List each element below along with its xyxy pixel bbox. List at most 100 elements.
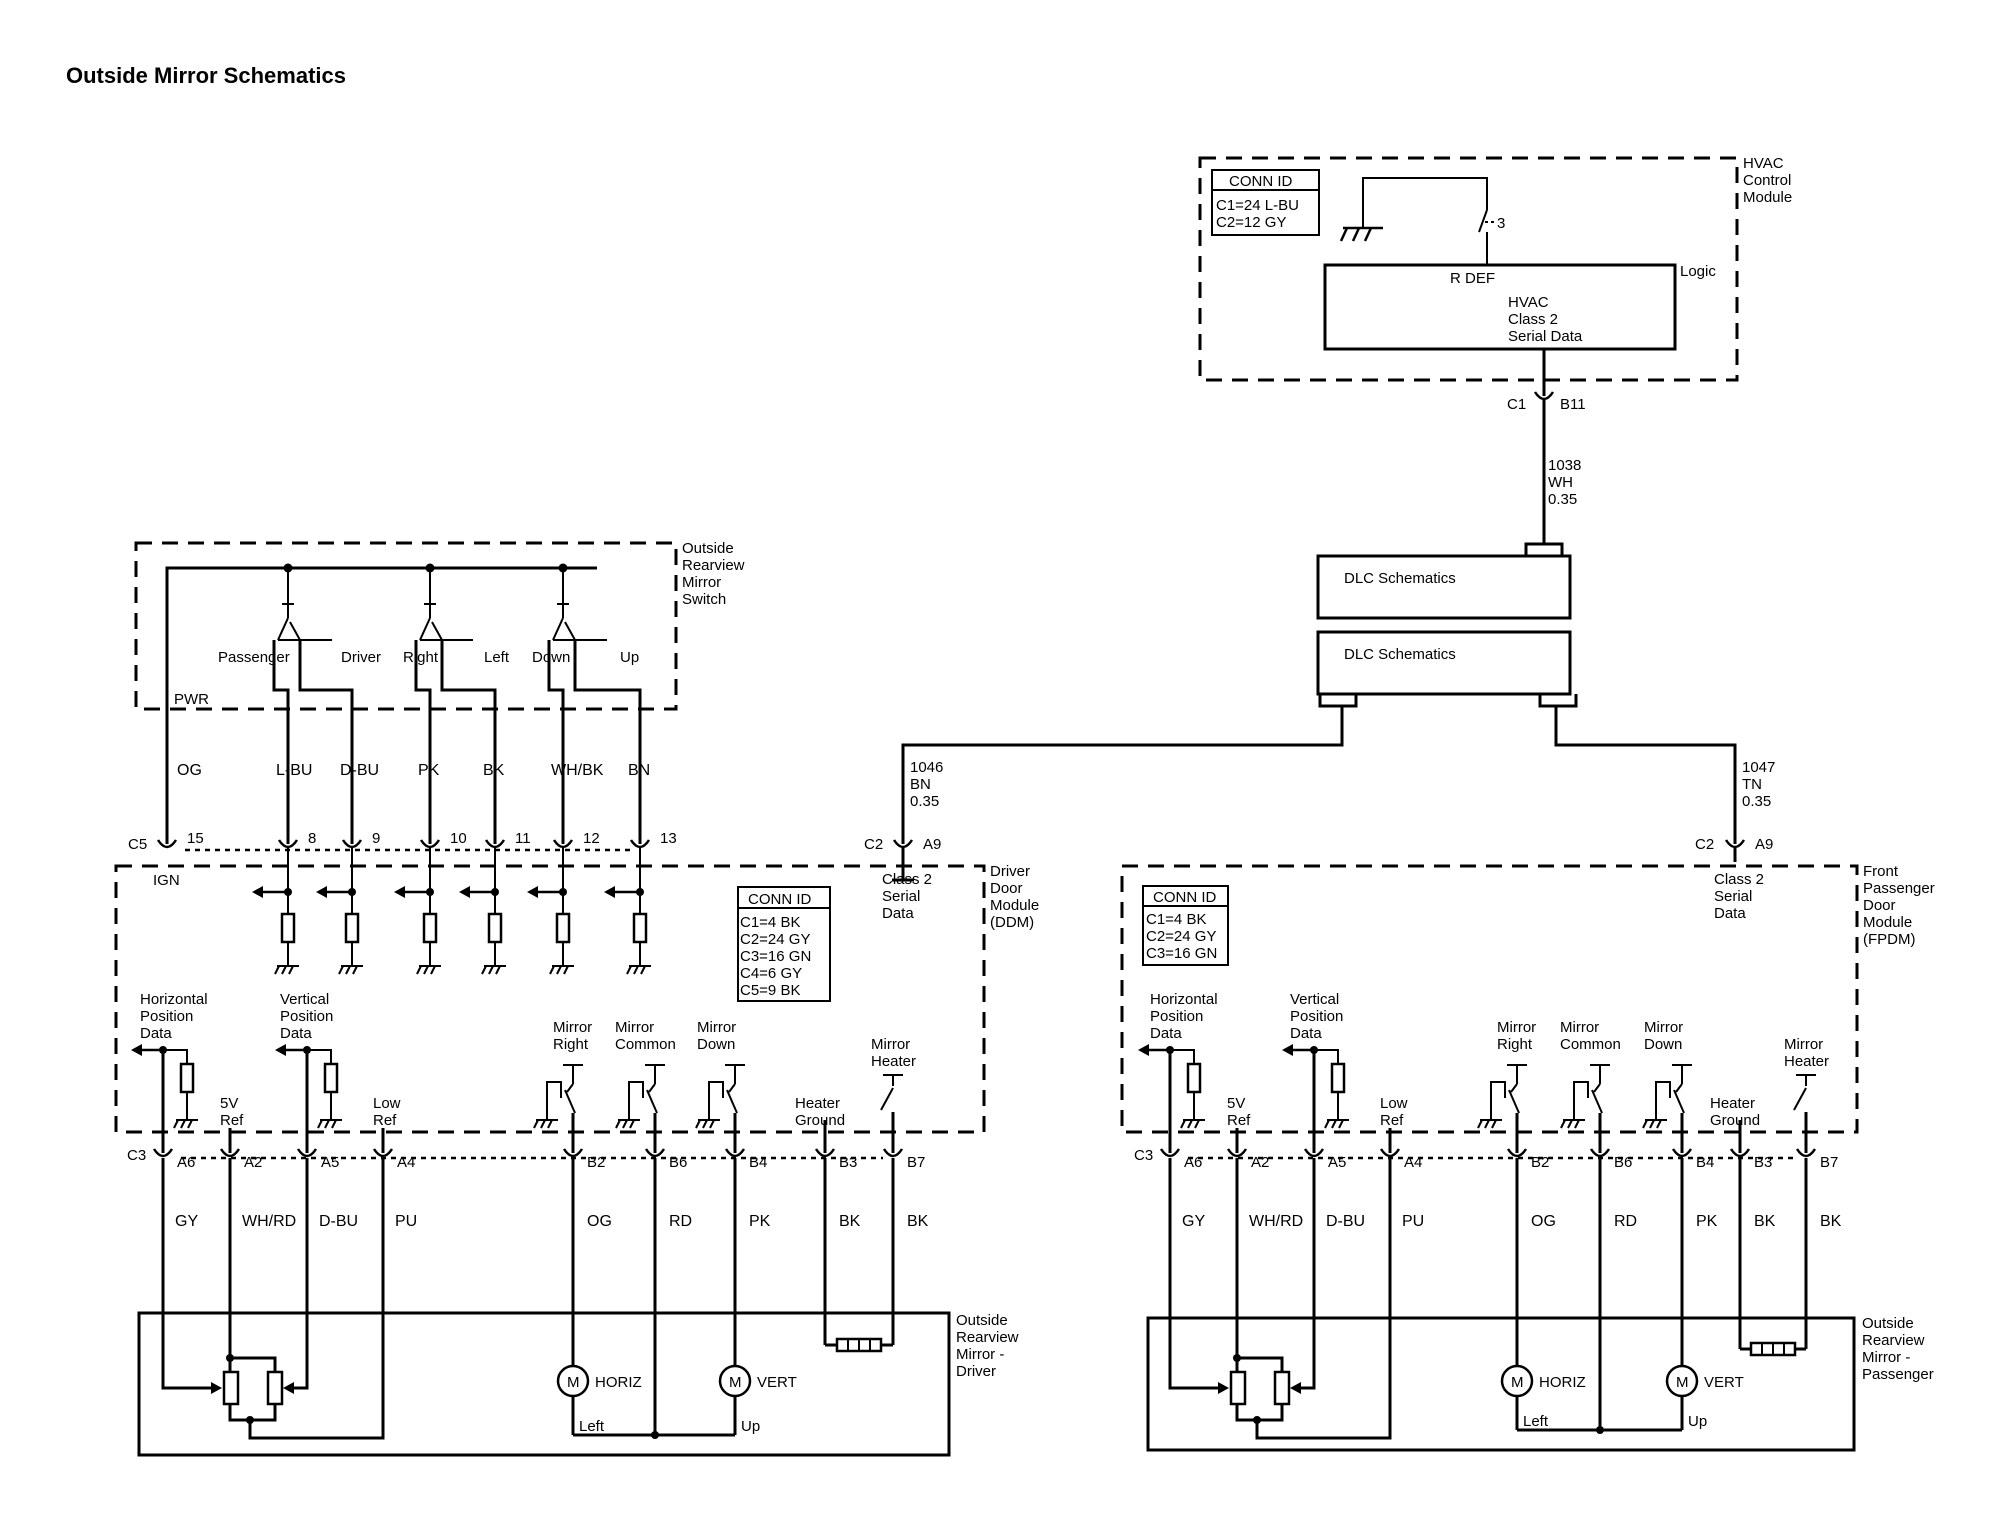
passenger-mirror-name: Outside (1862, 1315, 1914, 1332)
wire-1038-label: WH (1548, 474, 1573, 491)
ddm-conn-id-box: CONN ID C1=4 BK C2=24 GY C3=16 GN C4=6 G… (737, 886, 831, 1002)
motor-m-label: M (567, 1374, 580, 1391)
hvac-module-label: HVAC (1743, 155, 1784, 172)
hvac-conn-line: C1=24 L-BU (1216, 197, 1299, 214)
ddm-mdown-label: Mirror (697, 1019, 736, 1036)
switch-pos-up: Up (620, 649, 639, 666)
switch-wire-color: BK (483, 762, 505, 779)
fpdm-mheater-label: Heater (1784, 1053, 1829, 1070)
fpdm-conn-id-title: CONN ID (1153, 889, 1217, 906)
svg-text:1047 TN 0.35: 1047 TN 0.35 (1742, 759, 1780, 810)
motor-left-label: Left (1523, 1413, 1549, 1430)
fpdm-lowref-label: Low (1380, 1095, 1408, 1112)
fpdm-name: Passenger (1863, 880, 1935, 897)
ddm-name: Module (990, 897, 1039, 914)
switch-c5-pin: 11 (515, 830, 531, 847)
ddm-conn-line: C5=9 BK (740, 982, 800, 999)
switch-name: Mirror (682, 574, 721, 591)
hvac-rdef-label: R DEF (1450, 270, 1495, 287)
fpdm-pin-label: B3 (1754, 1154, 1772, 1171)
ddm-name: (DDM) (990, 914, 1034, 931)
ddm-serial-label: Data (882, 905, 914, 922)
fpdm-c2-label: C2 (1695, 836, 1714, 853)
ddm-vpos-label: Position (280, 1008, 333, 1025)
dlc-schematics-block: DLC Schematics DLC Schematics (1316, 554, 1578, 708)
switch-c5-pin: 9 (372, 830, 380, 847)
mirror-switch: Outside Rearview Mirror Switch PWR Passe… (134, 540, 749, 844)
hvac-control-module: HVAC Control Module CONN ID C1=24 L-BU C… (1198, 155, 1792, 413)
hvac-serial-label: Serial Data (1508, 328, 1583, 345)
wire-1046: 1046 BN 0.35 (901, 706, 1344, 844)
svg-text:Outside Rearview M: Outside Rearview Mirror Switch (682, 540, 749, 608)
motor-vert-label: VERT (1704, 1374, 1744, 1391)
hvac-conn-line: C2=12 GY (1216, 214, 1286, 231)
fpdm-vpos-label: Data (1290, 1025, 1322, 1042)
fpdm-name: Module (1863, 914, 1912, 931)
switch-name: Outside (682, 540, 734, 557)
ddm-wire-color: WH/RD (242, 1213, 296, 1230)
wire-1047-label: 1047 (1742, 759, 1775, 776)
fpdm-pin-label: B6 (1614, 1154, 1632, 1171)
wire-1038: 1038 WH 0.35 (1524, 400, 1586, 555)
ddm-pin-label: B4 (749, 1154, 767, 1171)
ddm-mcommon-label: Mirror (615, 1019, 654, 1036)
fpdm-hpos-label: Horizontal (1150, 991, 1218, 1008)
ddm-c2-label: C2 (864, 836, 883, 853)
dlc-label: DLC Schematics (1344, 646, 1456, 663)
wire-1047-label: 0.35 (1742, 793, 1771, 810)
fpdm-mcommon-label: Common (1560, 1036, 1621, 1053)
ddm-pin-label: B3 (839, 1154, 857, 1171)
fpdm-conn-id-box: CONN ID C1=4 BK C2=24 GY C3=16 GN (1142, 885, 1229, 966)
ddm-mcommon-label: Common (615, 1036, 676, 1053)
switch-wire-color: D-BU (340, 762, 379, 779)
hvac-module-label: Module (1743, 189, 1792, 206)
ddm-serial-label: Serial (882, 888, 920, 905)
switch-wire-color: PK (418, 762, 440, 779)
svg-text:1038 WH 0.35: 1038 WH 0.35 (1548, 457, 1586, 508)
page-title: Outside Mirror Schematics (66, 63, 346, 88)
switch-c5-pin: 12 (583, 830, 600, 847)
ddm-c3-label: C3 (127, 1147, 146, 1164)
fpdm-wire-color: BK (1820, 1213, 1842, 1230)
ddm-wire-color: BK (907, 1213, 929, 1230)
ddm-mright-label: Right (553, 1036, 589, 1053)
driver-mirror-name: Rearview (956, 1329, 1019, 1346)
ddm-pin-label: A2 (244, 1154, 262, 1171)
hvac-serial-label: Class 2 (1508, 311, 1558, 328)
fpdm-lowref-label: Ref (1380, 1112, 1404, 1129)
fpdm-conn-line: C3=16 GN (1146, 945, 1217, 962)
motor-horiz-label: HORIZ (1539, 1374, 1586, 1391)
fpdm-conn-line: C2=24 GY (1146, 928, 1216, 945)
ddm-wire-color: PU (395, 1213, 417, 1230)
hvac-b11-label: B11 (1560, 396, 1586, 413)
motor-up-label: Up (741, 1418, 760, 1435)
switch-c5-label: C5 (128, 836, 147, 853)
passenger-door-module: Front Passenger Door Module (FPDM) CONN … (1120, 836, 1935, 1171)
switch-name: Switch (682, 591, 726, 608)
fpdm-mright-label: Mirror (1497, 1019, 1536, 1036)
motor-m-label: M (1511, 1374, 1524, 1391)
motor-vert-label: VERT (757, 1374, 797, 1391)
ddm-mright-label: Mirror (553, 1019, 592, 1036)
svg-text:Outside Rearview M: Outside Rearview Mirror - Passenger (1862, 1315, 1934, 1383)
ddm-hpos-label: Horizontal (140, 991, 208, 1008)
ddm-wire-color: OG (587, 1213, 612, 1230)
fpdm-ref5v-label: 5V (1227, 1095, 1245, 1112)
ddm-hpos-label: Data (140, 1025, 172, 1042)
switch-pwr-label: PWR (174, 691, 209, 708)
hvac-module-label: Control (1743, 172, 1791, 189)
fpdm-wire-color: OG (1531, 1213, 1556, 1230)
svg-text:HVAC Class 2 Seria: HVAC Class 2 Serial Data (1508, 294, 1583, 345)
ddm-ref5v-label: 5V (220, 1095, 238, 1112)
fpdm-hpos-label: Data (1150, 1025, 1182, 1042)
fpdm-mdown-label: Down (1644, 1036, 1682, 1053)
svg-text:1046 BN 0.35: 1046 BN 0.35 (910, 759, 948, 810)
hvac-conn-id-title: CONN ID (1229, 173, 1293, 190)
fpdm-mheater-label: Mirror (1784, 1036, 1823, 1053)
ddm-mheater-label: Heater (871, 1053, 916, 1070)
fpdm-vpos-label: Position (1290, 1008, 1343, 1025)
